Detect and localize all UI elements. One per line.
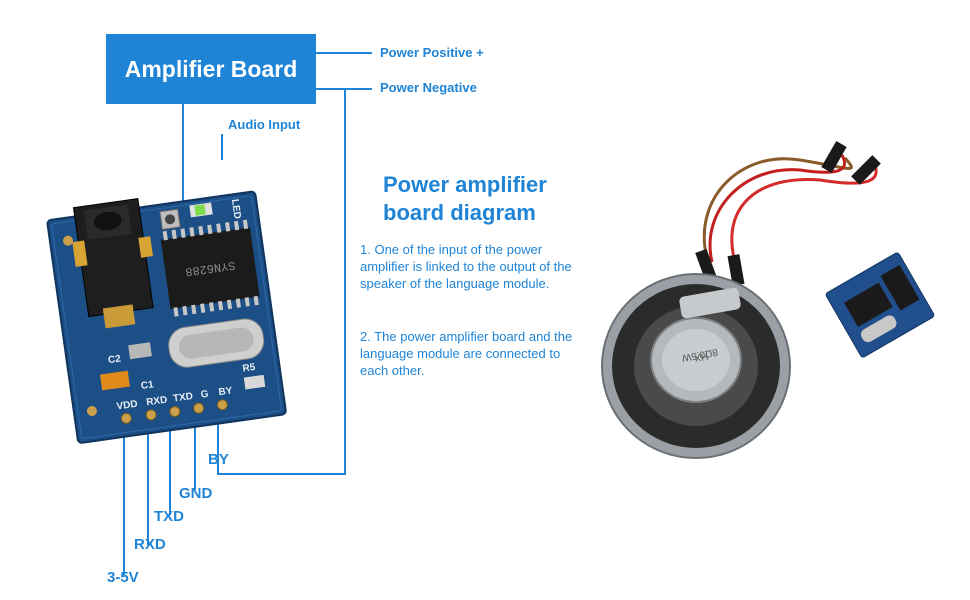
pin-label-3-5v: 3-5V bbox=[107, 569, 139, 586]
pin-header bbox=[120, 399, 228, 424]
silk-r5: R5 bbox=[242, 362, 257, 375]
syn6288-chip: SYN6288 bbox=[160, 219, 260, 317]
capacitor-c2 bbox=[128, 342, 152, 360]
power-negative-line bbox=[217, 88, 346, 475]
silk-c2: C2 bbox=[107, 354, 122, 367]
amplifier-board-box: Amplifier Board bbox=[106, 34, 316, 104]
silk-vdd: VDD bbox=[116, 399, 138, 413]
amplifier-pcb: SYN6288 VDD RXD TXD G BY C1 C2 R5 LED bbox=[46, 190, 287, 444]
power-negative-label: Power Negative bbox=[380, 80, 477, 95]
silk-rxd: RXD bbox=[146, 395, 168, 409]
silk-by: BY bbox=[218, 385, 234, 398]
silk-txd: TXD bbox=[172, 391, 193, 405]
speaker-photo: HX 8Ω0.5W bbox=[601, 141, 935, 459]
heading-line-1: Power amplifier bbox=[383, 172, 547, 197]
pin-label-gnd: GND bbox=[179, 485, 213, 502]
capacitor-c1 bbox=[99, 370, 130, 391]
amplifier-board-label: Amplifier Board bbox=[124, 55, 298, 82]
audio-jack bbox=[72, 198, 154, 329]
pin-label-txd: TXD bbox=[154, 508, 184, 525]
silk-g: G bbox=[200, 389, 209, 401]
pin-label-rxd: RXD bbox=[134, 536, 166, 553]
audio-input-label: Audio Input bbox=[228, 117, 301, 132]
resistor-r5 bbox=[243, 374, 266, 390]
diagram-heading: Power amplifier board diagram bbox=[383, 171, 603, 227]
silk-c1: C1 bbox=[140, 379, 155, 392]
power-positive-label: Power Positive + bbox=[380, 45, 484, 60]
note-2: 2. The power amplifier board and the lan… bbox=[360, 329, 573, 378]
silk-led: LED bbox=[229, 198, 243, 219]
small-board-photo bbox=[825, 252, 935, 358]
pin-label-by: BY bbox=[208, 451, 229, 468]
note-1: 1. One of the input of the power amplifi… bbox=[360, 242, 572, 291]
chip-marking: SYN6288 bbox=[184, 258, 236, 279]
speaker-marking-1: HX bbox=[693, 350, 709, 363]
heading-line-2: board diagram bbox=[383, 200, 536, 225]
